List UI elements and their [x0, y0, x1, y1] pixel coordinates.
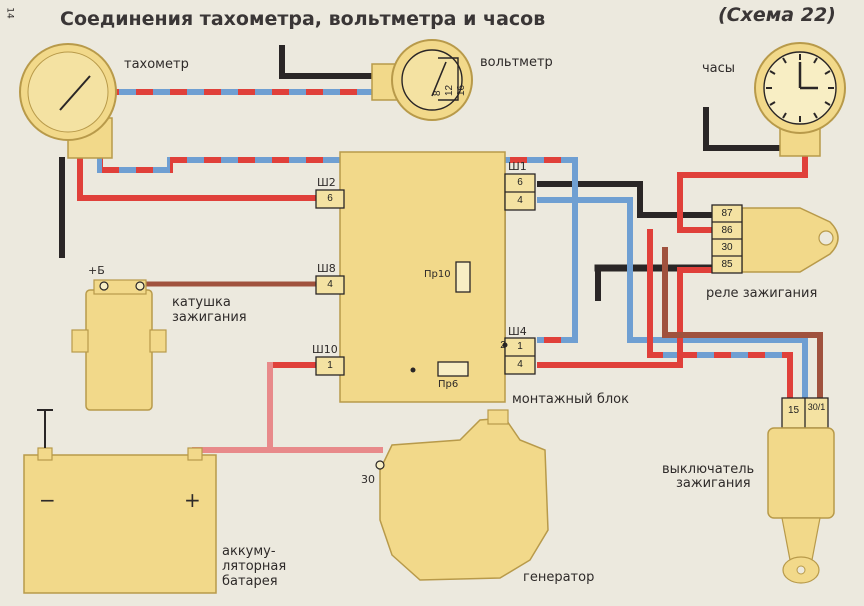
- switch-pin-30-1: 30/1: [807, 402, 826, 412]
- tachometer: [19, 43, 117, 159]
- label-ignition-switch-1: выключатель: [662, 462, 755, 477]
- wire-battery-to-generator: [192, 447, 383, 503]
- page-number: 14: [4, 7, 15, 19]
- label-ignition-relay: реле зажигания: [706, 286, 818, 301]
- connector-sh10-name: Ш10: [312, 343, 338, 356]
- ignition-coil: [71, 279, 167, 411]
- relay-pin-85: 85: [721, 259, 733, 270]
- relay-pin-86: 86: [721, 225, 733, 236]
- wire-clock-ground: [703, 107, 793, 151]
- label-coil-terminal: +Б: [88, 264, 105, 277]
- voltmeter-needle: [431, 61, 447, 97]
- label-generator: генератор: [523, 570, 595, 585]
- clock: [754, 42, 846, 157]
- wire-clock-to-relay: [677, 152, 808, 233]
- pin-sh4-extra: 2: [500, 340, 506, 351]
- connector-sh8-name: Ш8: [317, 262, 336, 275]
- block-left-connectors: [315, 189, 345, 376]
- connector-sh2: [315, 189, 345, 209]
- fuse-pr6-label: Пр6: [438, 379, 459, 390]
- label-clock: часы: [702, 61, 736, 76]
- wire-voltmeter-feed: [87, 89, 383, 153]
- wires: [59, 45, 823, 503]
- scheme-number: (Схема 22): [718, 4, 836, 26]
- fuse-pr10: [455, 261, 471, 293]
- battery-minus-sign: −: [39, 488, 56, 512]
- fuse-pr6: [437, 361, 469, 377]
- voltmeter: 8 12 16: [371, 39, 473, 121]
- wire-sh1-blue: [537, 197, 808, 403]
- voltmeter-scale-8: 8: [432, 90, 443, 96]
- label-battery-1: аккуму-: [222, 544, 276, 559]
- pin-sh10-1: 1: [327, 360, 333, 371]
- pin-sh8-4: 4: [327, 279, 333, 290]
- connector-sh2-name: Ш2: [317, 176, 336, 189]
- mounting-block: [339, 151, 506, 403]
- connector-sh10: [315, 356, 345, 376]
- switch-pin-15: 15: [787, 405, 800, 416]
- wire-relay-brown: [662, 247, 823, 403]
- wire-sh4-to-relay-30: [537, 267, 715, 368]
- label-battery-3: батарея: [222, 574, 278, 589]
- pin-sh4-1: 1: [517, 341, 523, 352]
- label-voltmeter: вольтметр: [480, 55, 553, 70]
- voltmeter-scale-12: 12: [444, 84, 455, 96]
- pin-sh2-6: 6: [327, 193, 333, 204]
- wire-voltmeter-ground: [279, 45, 383, 79]
- connector-sh4-name: Ш4: [508, 325, 527, 338]
- wire-sh1-black: [537, 181, 715, 218]
- connector-sh1-name: Ш1: [508, 160, 527, 173]
- label-battery-2: ляторная: [222, 559, 287, 574]
- wire-tach-to-sh4: [97, 147, 578, 343]
- page-title: Соединения тахометра, вольтметра и часов: [60, 8, 546, 30]
- wire-tach-to-sh2: [77, 147, 321, 201]
- label-tachometer: тахометр: [124, 57, 189, 72]
- label-mounting-block: монтажный блок: [512, 392, 629, 407]
- label-generator-terminal: 30: [361, 473, 375, 486]
- ignition-relay: [711, 204, 839, 274]
- battery-plus-sign: +: [184, 488, 201, 512]
- tachometer-needle: [59, 75, 91, 111]
- block-right-connectors: [504, 173, 536, 375]
- voltmeter-scale-16: 16: [456, 84, 467, 96]
- battery: [23, 409, 217, 594]
- pin-sh1-4: 4: [517, 195, 523, 206]
- generator: [375, 409, 549, 581]
- ignition-switch: [767, 397, 835, 584]
- relay-pin-30: 30: [721, 242, 733, 253]
- fuse-pr10-label: Пр10: [424, 269, 451, 280]
- relay-pin-87: 87: [721, 208, 733, 219]
- label-ignition-coil-1: катушка: [172, 295, 231, 310]
- wire-relay-86-to-switch: [647, 229, 793, 403]
- pin-sh1-6: 6: [517, 177, 523, 188]
- label-ignition-switch-2: зажигания: [676, 476, 751, 491]
- pin-sh4-4: 4: [517, 359, 523, 370]
- label-ignition-coil-2: зажигания: [172, 310, 247, 325]
- connector-sh8: [315, 275, 345, 295]
